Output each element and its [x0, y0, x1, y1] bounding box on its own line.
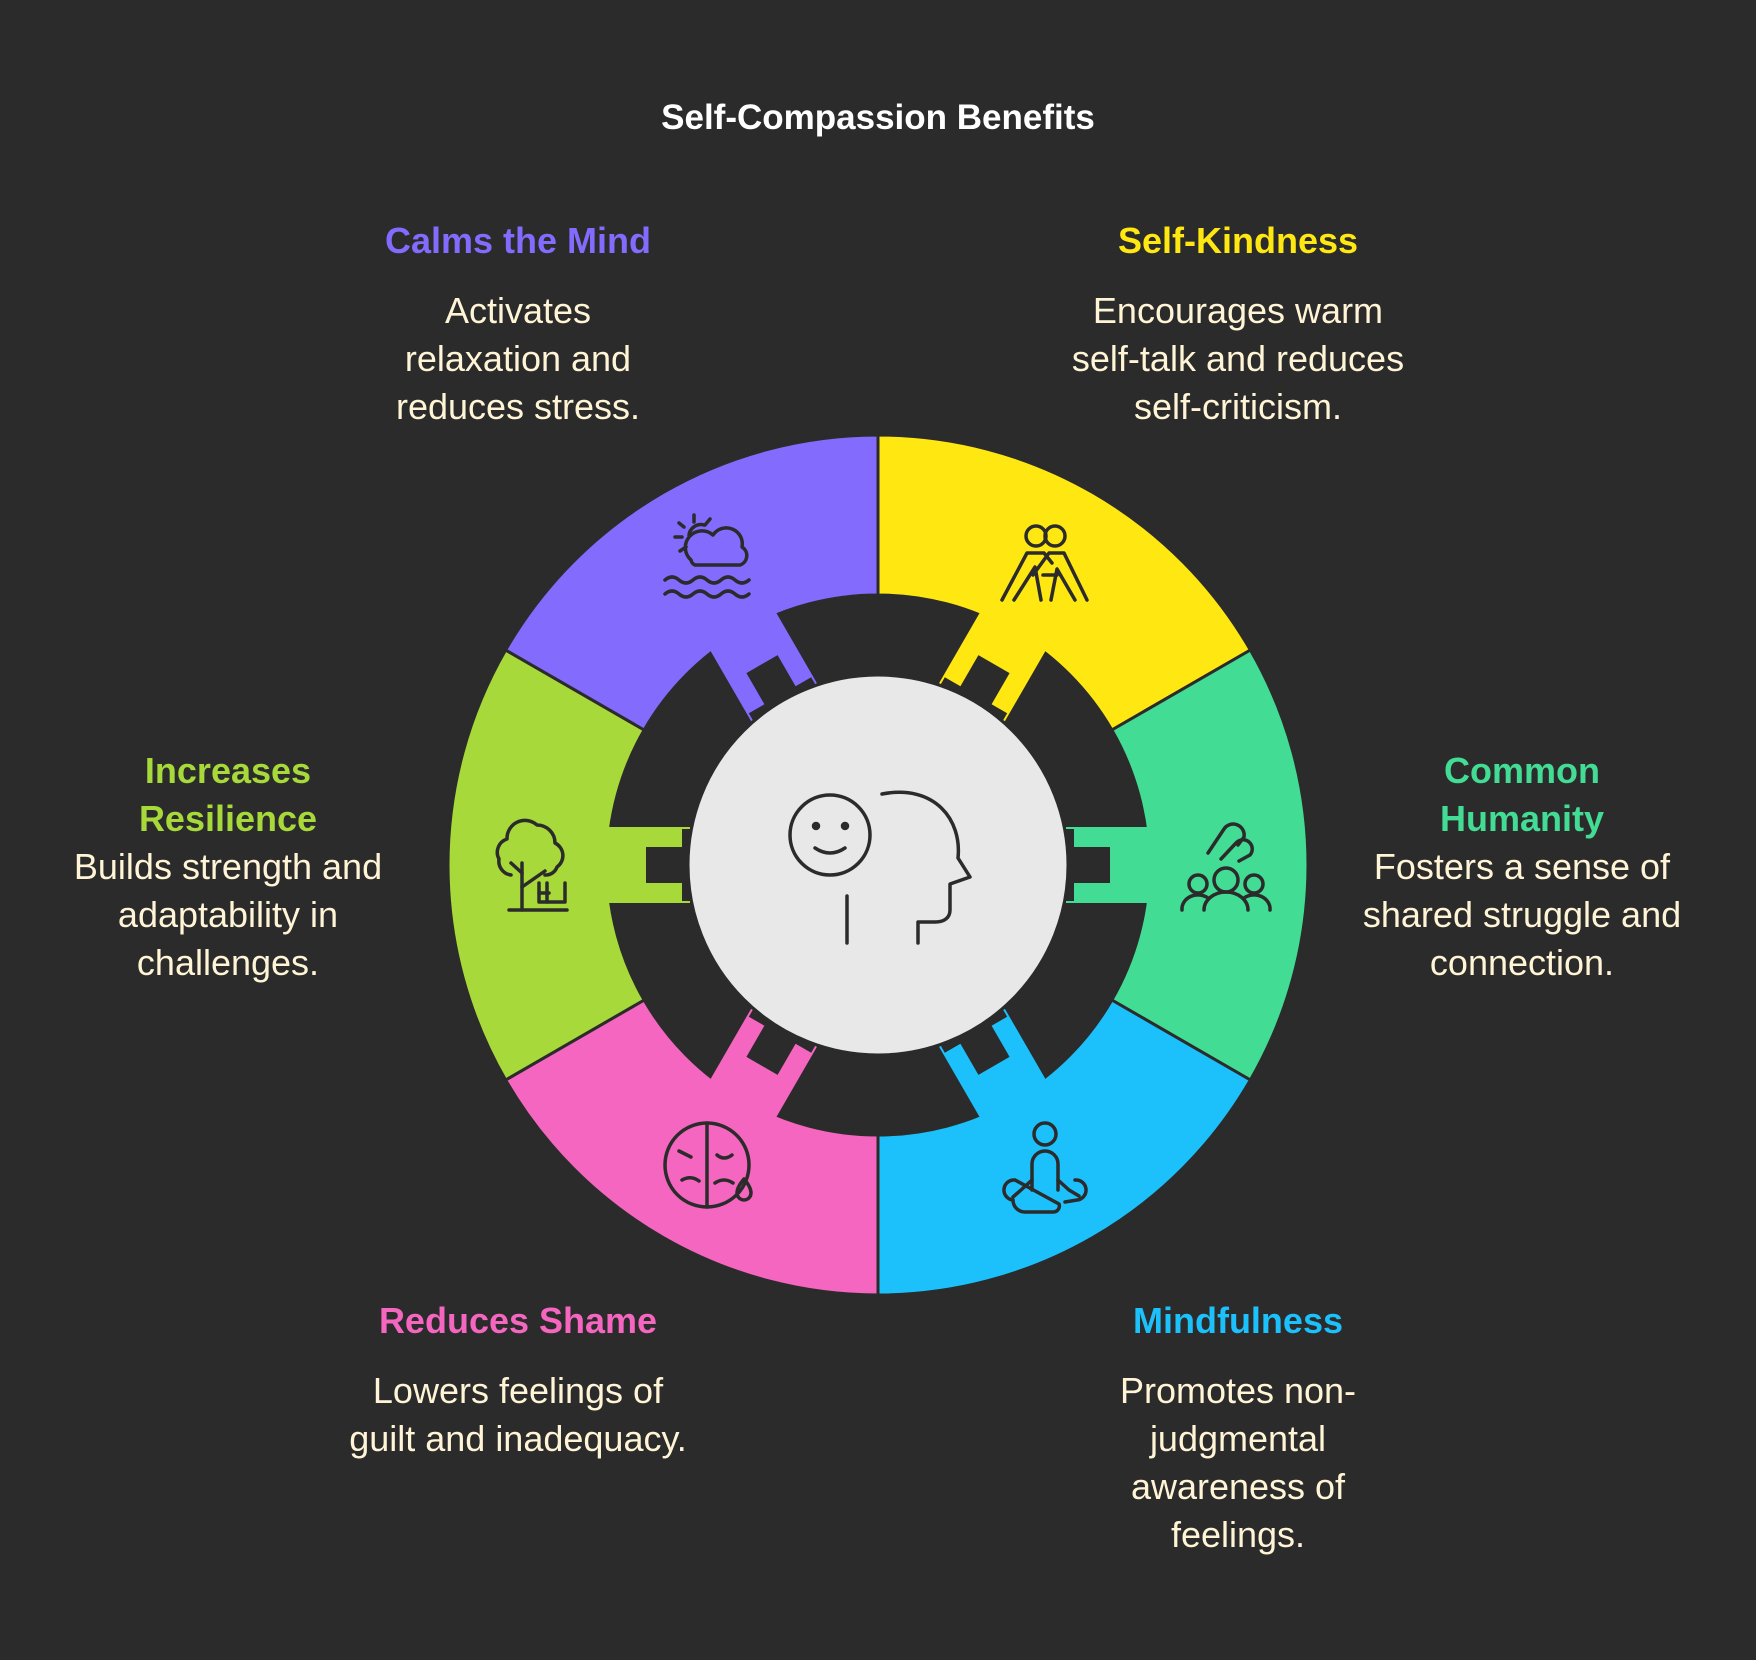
segment-common-humanity — [1109, 647, 1310, 1083]
segment-heading: Common Humanity — [1439, 750, 1605, 839]
center-hub — [686, 673, 1070, 1057]
segment-description: Promotes non-judgmental awareness of fee… — [1119, 1370, 1357, 1555]
ring-bridge — [646, 847, 696, 883]
segment-heading: Mindfulness — [1132, 1300, 1343, 1341]
connector-common-humanity — [1066, 827, 1156, 903]
hug-icon — [1000, 524, 1089, 602]
segment-heading: Increases Resilience — [138, 750, 318, 839]
label-common-humanity: Common Humanity Fosters a sense of share… — [1352, 747, 1692, 987]
segment-description: Activates relaxation and reduces stress. — [395, 290, 641, 427]
segment-description: Fosters a sense of shared struggle and c… — [1362, 846, 1682, 983]
segment-heading: Reduces Shame — [378, 1300, 658, 1341]
label-self-kindness: Self-Kindness Encourages warm self-talk … — [1058, 217, 1418, 431]
ring-bridge — [1060, 847, 1110, 883]
segment-description: Builds strength and adaptability in chal… — [73, 846, 383, 983]
connector-increases-resilience — [600, 827, 690, 903]
segment-description: Encourages warm self-talk and reduces se… — [1071, 290, 1405, 427]
label-increases-resilience: Increases Resilience Builds strength and… — [58, 747, 398, 987]
segment-reduces-shame — [503, 997, 880, 1297]
sunset-waves-icon — [663, 513, 751, 599]
community-icon — [1180, 822, 1272, 912]
label-mindfulness: Mindfulness Promotes non-judgmental awar… — [1058, 1297, 1418, 1559]
segment-heading: Calms the Mind — [384, 220, 652, 261]
meditation-icon — [1002, 1121, 1088, 1214]
segment-heading: Self-Kindness — [1117, 220, 1359, 261]
sad-face-icon — [663, 1121, 753, 1209]
diagram-title: Self-Compassion Benefits — [661, 98, 1095, 137]
segment-mindfulness — [876, 997, 1253, 1297]
label-calms-the-mind: Calms the Mind Activates relaxation and … — [338, 217, 698, 431]
segment-description: Lowers feelings of guilt and inadequacy. — [349, 1370, 687, 1459]
head-smile-icon — [788, 790, 972, 945]
tree-icon — [495, 818, 569, 912]
label-reduces-shame: Reduces Shame Lowers feelings of guilt a… — [338, 1297, 698, 1463]
segment-increases-resilience — [446, 647, 647, 1083]
